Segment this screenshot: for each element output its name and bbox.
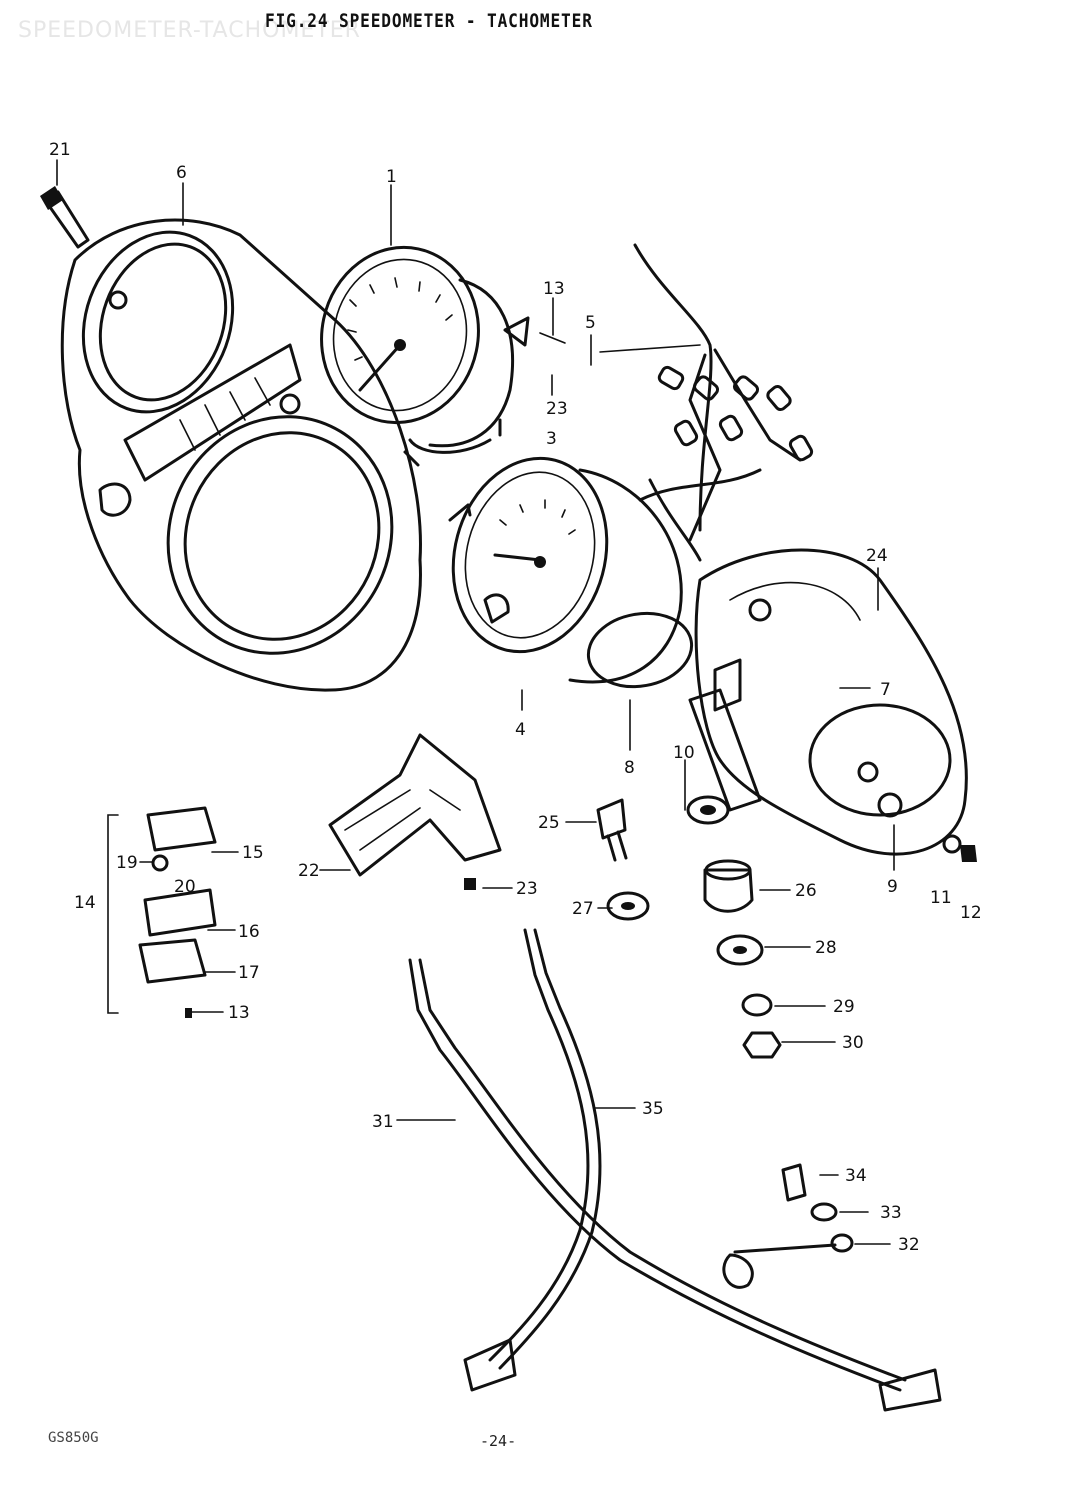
watermark-text: SPEEDOMETER-TACHOMETER <box>18 18 361 43</box>
callout-labels: 21 6 1 13 5 23 3 4 24 7 8 10 9 11 12 25 … <box>49 140 982 1255</box>
callout-27: 27 <box>572 899 594 919</box>
part-14-assembly <box>107 806 217 1018</box>
callout-13-bottom: 13 <box>228 1003 250 1023</box>
callout-30: 30 <box>842 1033 864 1053</box>
callout-6: 6 <box>176 163 187 183</box>
callout-15: 15 <box>242 843 264 863</box>
callout-13-top: 13 <box>543 279 565 299</box>
meter-bracket-plate <box>688 548 968 856</box>
callout-32: 32 <box>898 1235 920 1255</box>
indicator-lamp-housing <box>328 733 502 890</box>
callout-23: 23 <box>546 399 568 419</box>
callout-35: 35 <box>642 1099 664 1119</box>
damper-and-nut-stack <box>686 795 782 1059</box>
speedometer-cable-31 <box>408 958 942 1412</box>
callout-17: 17 <box>238 963 260 983</box>
callout-4: 4 <box>515 720 526 740</box>
meter-cover-housing <box>60 218 422 692</box>
callout-25: 25 <box>538 813 560 833</box>
callout-3: 3 <box>546 429 557 449</box>
callout-34: 34 <box>845 1166 867 1186</box>
tachometer-cable-35 <box>463 928 602 1392</box>
callout-19: 19 <box>116 853 138 873</box>
tachometer-unit <box>448 456 683 684</box>
callout-28: 28 <box>815 938 837 958</box>
callout-9: 9 <box>887 877 898 897</box>
callout-24: 24 <box>866 546 888 566</box>
callout-12: 12 <box>960 903 982 923</box>
wire-harness <box>599 243 814 562</box>
callout-leaders <box>56 159 895 1245</box>
speedometer-unit <box>320 245 530 467</box>
part-2-bulb <box>40 186 90 249</box>
callout-31: 31 <box>372 1112 394 1132</box>
callout-10: 10 <box>673 743 695 763</box>
callout-29: 29 <box>833 997 855 1017</box>
small-fasteners-right <box>857 761 977 862</box>
callout-21: 22 <box>298 861 320 881</box>
callout-20: 20 <box>174 877 196 897</box>
cable-clamp-parts <box>722 1163 854 1289</box>
callout-1: 1 <box>386 167 397 187</box>
callout-8: 8 <box>624 758 635 778</box>
callout-7: 7 <box>880 680 891 700</box>
callout-33: 33 <box>880 1203 902 1223</box>
callout-26: 26 <box>795 881 817 901</box>
page-number: -24- <box>480 1432 517 1450</box>
callout-14: 14 <box>74 893 96 913</box>
callout-22: 23 <box>516 879 538 899</box>
model-code: GS850G <box>48 1430 99 1446</box>
figure-title: FIG.24 SPEEDOMETER - TACHOMETER <box>265 10 593 32</box>
callout-5: 5 <box>585 313 596 333</box>
callout-16: 16 <box>238 922 260 942</box>
part-8-gasket <box>586 611 694 689</box>
bolt-and-washer <box>596 798 650 921</box>
callout-2: 21 <box>49 140 71 160</box>
callout-11: 11 <box>930 888 952 908</box>
